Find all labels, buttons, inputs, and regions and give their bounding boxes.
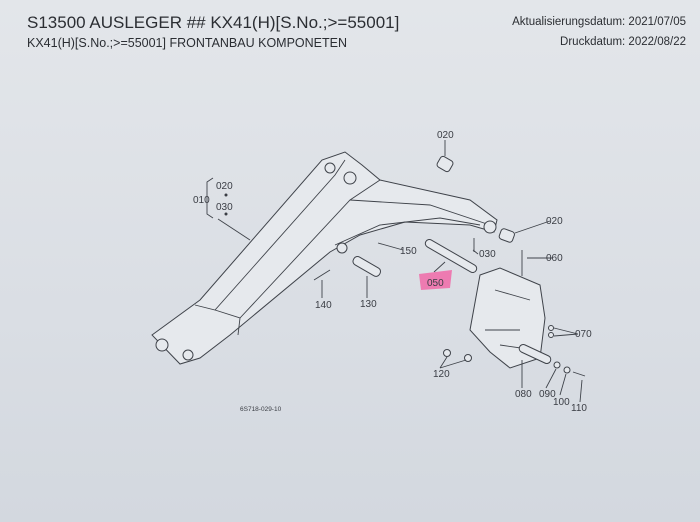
callout-120[interactable]: 120 (433, 369, 450, 380)
leader-lines (206, 140, 583, 403)
print-date: Druckdatum: 2022/08/22 (560, 36, 686, 48)
drawing-code: 6S718-029-10 (240, 406, 282, 413)
callout-010[interactable]: 010 (193, 195, 210, 206)
callout-020-top[interactable]: 020 (437, 130, 454, 141)
callout-060[interactable]: 060 (546, 253, 563, 264)
callout-140[interactable]: 140 (315, 300, 332, 311)
callout-020-group[interactable]: 020 (216, 181, 233, 192)
callout-130[interactable]: 130 (360, 299, 377, 310)
parts (313, 155, 586, 377)
boom-drawing (151, 151, 498, 365)
page-subtitle: KX41(H)[S.No.;>=55001] FRONTANBAU KOMPON… (27, 36, 348, 50)
callout-070[interactable]: 070 (575, 329, 592, 340)
callout-100[interactable]: 100 (553, 397, 570, 408)
callout-110[interactable]: 110 (571, 403, 587, 414)
callout-090[interactable]: 090 (539, 389, 556, 400)
callout-020-right[interactable]: 020 (546, 216, 563, 227)
update-date: Aktualisierungsdatum: 2021/07/05 (512, 16, 686, 28)
callout-080[interactable]: 080 (515, 389, 532, 400)
callout-150[interactable]: 150 (400, 246, 417, 257)
page-title: S13500 AUSLEGER ## KX41(H)[S.No.;>=55001… (27, 13, 400, 32)
callout-030[interactable]: 030 (479, 249, 496, 260)
callout-030-group[interactable]: 030 (216, 202, 233, 213)
callout-050[interactable]: 050 (427, 278, 444, 289)
highlight-marker (419, 270, 452, 290)
